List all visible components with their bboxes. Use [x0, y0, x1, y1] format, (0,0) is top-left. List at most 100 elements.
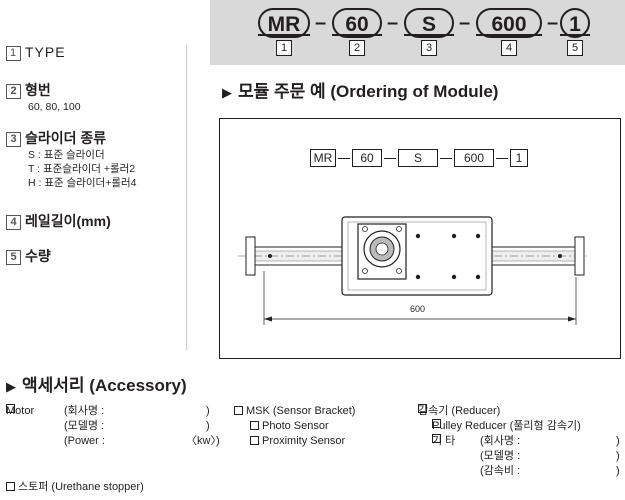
end-block-left	[245, 236, 256, 276]
ordering-title-text: 모듈 주문 예 (Ordering of Module)	[238, 82, 499, 101]
bracket-close: )	[616, 465, 620, 477]
spec-label: 레일길이(mm)	[25, 213, 111, 229]
module-drawing: MR 60 S 600 1	[219, 118, 621, 359]
stopper-checkbox[interactable]	[6, 482, 15, 491]
code-length: 600	[476, 8, 542, 38]
accessory-title: ▶액세서리 (Accessory)	[6, 371, 187, 396]
drawing-code-dash	[384, 158, 396, 159]
code-dash: –	[547, 12, 559, 34]
code-type: MR	[258, 8, 310, 38]
order-code-row: MR – 60 – S – 600 – 1	[210, 8, 625, 38]
code-underline	[404, 34, 454, 36]
code-dash: –	[387, 12, 399, 34]
drawing-code-type: MR	[310, 149, 336, 167]
reducer-checkbox[interactable]	[418, 404, 427, 413]
order-code-banner: MR – 60 – S – 600 – 1 1 2 3 4 5	[210, 0, 625, 65]
code-underline	[258, 34, 310, 36]
slider-bolt	[451, 233, 457, 239]
slider-bolt	[451, 274, 457, 280]
code-underline	[476, 34, 542, 36]
other-reducer-checkbox[interactable]	[432, 434, 441, 443]
rail-bolt	[558, 254, 562, 258]
dimension-label: 600	[410, 304, 426, 314]
rail-bolt	[268, 254, 272, 258]
accessory-msk: MSK (Sensor Bracket) Photo Sensor Proxim…	[234, 404, 355, 449]
dimension-arrow	[264, 316, 272, 322]
linear-module-illustration	[238, 216, 590, 325]
drawing-code-dash	[496, 158, 508, 159]
code-number-1: 1	[276, 40, 292, 56]
motor-company-label: (회사명 :	[64, 405, 105, 417]
flange-hole	[396, 226, 402, 232]
slider-bolt	[475, 233, 481, 239]
bracket-close: )	[616, 435, 620, 447]
accessory-motor: Motor (회사명 : ) (모델명 : ) (Power : 〈kw〉)	[6, 404, 220, 447]
code-quantity: 1	[560, 8, 590, 38]
triangle-right-icon: ▶	[6, 379, 16, 394]
spec-number: 5	[6, 249, 21, 265]
motor-model-label: (모델명 :	[64, 420, 105, 432]
motor-center	[375, 242, 389, 256]
msk-label: MSK (Sensor Bracket)	[234, 404, 355, 419]
slider-bolt	[415, 233, 421, 239]
drawing-code-slider: S	[398, 149, 438, 167]
spec-number: 2	[6, 83, 21, 99]
bracket-close: )	[206, 420, 210, 432]
slider-bolt	[475, 274, 481, 280]
ordering-title: ▶ 모듈 주문 예 (Ordering of Module)	[222, 77, 498, 102]
pulley-reducer-checkbox[interactable]	[432, 419, 441, 428]
code-underline	[560, 34, 590, 36]
code-dash: –	[459, 12, 471, 34]
msk-proximity-sensor: Proximity Sensor	[234, 434, 355, 449]
code-underline	[332, 34, 382, 36]
spec-label: 슬라이더 종류	[25, 130, 107, 146]
code-dash: –	[315, 12, 327, 34]
motor-checkbox[interactable]	[6, 404, 15, 413]
code-number-2: 2	[349, 40, 365, 56]
code-number-3: 3	[421, 40, 437, 56]
spec-number: 3	[6, 131, 21, 147]
bracket-close: )	[206, 405, 210, 417]
spec-label: 수량	[25, 248, 51, 264]
msk-checkbox[interactable]	[234, 406, 243, 415]
flange-hole	[362, 268, 368, 274]
reducer-company-label: (회사명 :	[480, 435, 521, 447]
motor-power-label: (Power :	[64, 435, 105, 447]
drawing-code-dash	[338, 158, 350, 159]
photo-sensor-checkbox[interactable]	[250, 421, 259, 430]
msk-photo-sensor: Photo Sensor	[234, 419, 355, 434]
drawing-code-length: 600	[454, 149, 494, 167]
triangle-right-icon: ▶	[222, 85, 232, 100]
end-block-right	[574, 236, 585, 276]
divider	[186, 45, 187, 350]
accessory-reducer: 감속기 (Reducer) Pulley Reducer (풀리형 감속기) 기…	[418, 404, 620, 477]
spec-option: H : 표준 슬라이더+롤러4	[28, 177, 137, 189]
flange-hole	[362, 226, 368, 232]
power-unit: 〈kw〉)	[186, 435, 220, 447]
reducer-ratio-label: (감속비 :	[480, 465, 521, 477]
spec-option: T : 표준슬라이더 +롤러2	[28, 163, 136, 175]
slider-plate	[347, 221, 487, 291]
spec-number: 4	[6, 214, 21, 230]
spec-option: S : 표준 슬라이더	[28, 149, 105, 161]
code-slider: S	[404, 8, 454, 38]
spec-option: 60, 80, 100	[28, 101, 81, 113]
drawing-code-dash	[440, 158, 452, 159]
reducer-model-label: (모델명 :	[480, 450, 521, 462]
code-model: 60	[332, 8, 382, 38]
drawing-order-code: MR 60 S 600 1	[310, 149, 540, 169]
bracket-close: )	[616, 450, 620, 462]
code-number-4: 4	[501, 40, 517, 56]
proximity-sensor-checkbox[interactable]	[250, 436, 259, 445]
spec-label: TYPE	[25, 44, 66, 60]
